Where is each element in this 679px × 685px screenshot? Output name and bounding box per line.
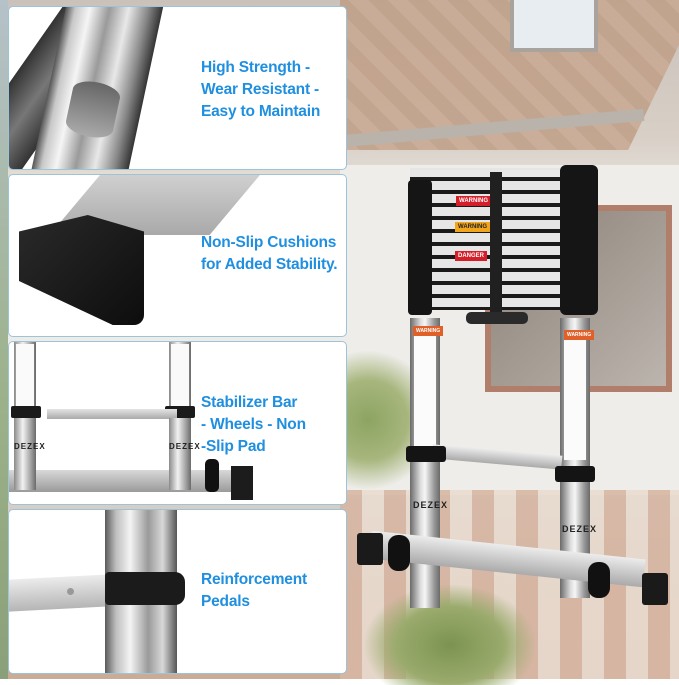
hedge	[340, 330, 410, 510]
rivet-image	[67, 588, 74, 595]
caption-line: Stabilizer Bar	[201, 394, 298, 411]
ladder-strap	[490, 172, 502, 322]
clamp-image	[11, 406, 41, 418]
background-edge	[0, 0, 8, 679]
feature-panel-pedals: Reinforcement Pedals	[8, 509, 347, 674]
feature-panel-stabilizer: DEZEX DEZEX Stabilizer Bar - Wheels - No…	[8, 341, 347, 505]
caption-line: -Slip Pad	[201, 438, 266, 455]
feature-panel-non-slip: Non-Slip Cushions for Added Stability.	[8, 174, 347, 337]
caption-line: Pedals	[201, 593, 250, 610]
wheel-icon	[588, 562, 610, 598]
ladder-post-image	[14, 418, 36, 490]
caption-line: Reinforcement	[201, 571, 307, 588]
danger-label: DANGER	[455, 251, 488, 261]
caption-line: Easy to Maintain	[201, 103, 321, 120]
carry-handle	[466, 312, 528, 324]
caption-line: for Added Stability.	[201, 256, 338, 273]
non-slip-pad	[642, 573, 668, 605]
rung-clamp	[406, 446, 446, 462]
non-slip-pad	[357, 533, 383, 565]
rubber-foot-image	[19, 215, 144, 325]
rung-image	[47, 409, 177, 419]
caption-line: Wear Resistant -	[201, 81, 319, 98]
instruction-sticker	[564, 330, 586, 460]
feature-caption: Stabilizer Bar - Wheels - Non -Slip Pad	[201, 392, 306, 458]
instruction-sticker	[414, 326, 436, 446]
feature-caption: Non-Slip Cushions for Added Stability.	[201, 232, 338, 276]
feature-caption: High Strength - Wear Resistant - Easy to…	[201, 57, 320, 123]
brand-logo: DEZEX	[562, 524, 598, 534]
clamp-image	[105, 572, 185, 605]
warning-label: WARNING	[456, 196, 491, 206]
warning-label: WARNING	[455, 222, 490, 232]
brand-logo: DEZEX	[413, 500, 449, 510]
post-sticker	[16, 344, 34, 409]
caption-line: Non-Slip Cushions	[201, 234, 337, 251]
caption-line: - Wheels - Non	[201, 416, 306, 433]
wheel-icon	[205, 459, 219, 492]
brand-logo: DEZEX	[14, 442, 46, 451]
bush	[365, 585, 535, 685]
ladder-end-caps-right	[560, 165, 598, 315]
ladder-end-caps-left	[408, 180, 432, 315]
warning-label: WARNING	[564, 330, 595, 340]
feature-caption: Reinforcement Pedals	[201, 569, 307, 613]
post-sticker	[171, 344, 189, 409]
rung-clamp	[555, 466, 595, 482]
ladder-post-image	[169, 418, 191, 490]
caption-line: High Strength -	[201, 59, 310, 76]
feature-panel-strength: High Strength - Wear Resistant - Easy to…	[8, 6, 347, 170]
warning-label: WARNING	[413, 326, 444, 336]
non-slip-pad-image	[231, 466, 253, 500]
roof-window	[510, 0, 598, 52]
pedal-bar-image	[9, 574, 109, 612]
brand-logo: DEZEX	[169, 442, 201, 451]
wheel-icon	[388, 535, 410, 571]
